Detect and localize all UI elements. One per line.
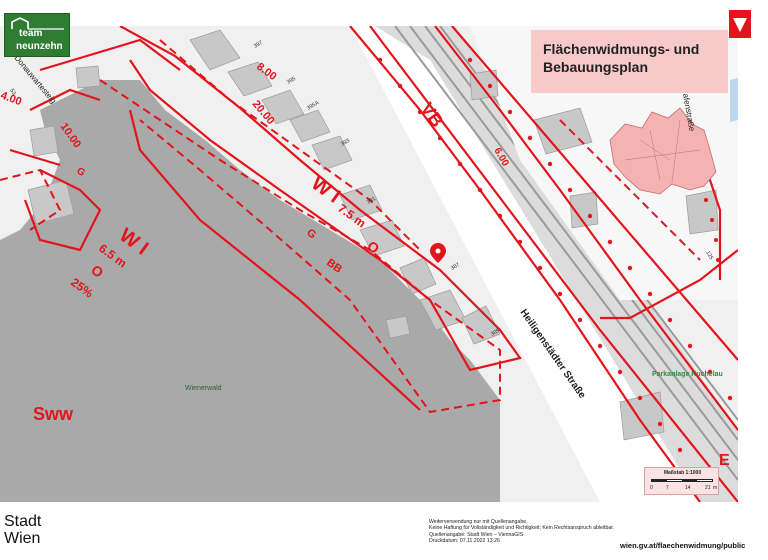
wienerwald-area xyxy=(0,80,500,502)
parcel-number: 125 xyxy=(704,250,714,261)
org-line2: Wien xyxy=(4,530,41,547)
footer-note: Quellenangabe: Stadt Wien – ViennaGIS xyxy=(429,531,524,538)
zoning-label-e: E xyxy=(719,452,730,469)
scale-tick: 7 xyxy=(666,485,669,491)
footer-notes: Weiterverwendung nur mit Quellenangabe. … xyxy=(429,519,614,545)
dotted-boundaries xyxy=(377,57,733,479)
location-pin-icon xyxy=(430,243,446,263)
footer-note: Keine Haftung für Vollständigkeit und Ri… xyxy=(429,525,615,532)
plan-title-box: Flächenwidmungs- und Bebauungsplan xyxy=(531,30,728,93)
footer-url-link[interactable]: wien.gv.at/flaechenwidmung/public xyxy=(620,541,746,550)
buildings xyxy=(27,29,719,441)
plan-title-line1: Flächenwidmungs- und xyxy=(543,41,700,57)
scale-unit: m xyxy=(713,485,718,491)
logo-text-team: team xyxy=(19,28,43,39)
stadt-wien-logo: Stadt Wien xyxy=(4,513,41,547)
parcel-number: 53 xyxy=(8,88,16,96)
scale-bar: Maßstab 1:1000 0 7 14 21 m xyxy=(644,467,719,495)
scale-tick: 0 xyxy=(650,485,653,491)
parcel-number: 395A xyxy=(306,100,320,112)
railway-corridor xyxy=(375,26,738,502)
area-label-wienerwald: Wienerwald xyxy=(185,385,222,392)
vienna-overview-inset xyxy=(609,107,717,195)
team-neunzehn-logo: team neunzehn xyxy=(4,13,70,57)
parcel-number: 395 xyxy=(286,76,297,86)
parcel-number: 387 xyxy=(450,262,461,272)
parcel-number: 385 xyxy=(490,328,501,338)
logo-text-neunzehn: neunzehn xyxy=(16,41,63,52)
house-icon xyxy=(11,17,64,30)
org-line1: Stadt xyxy=(4,513,42,530)
scale-tick: 21 xyxy=(705,485,711,491)
parcel-number: 393 xyxy=(340,138,351,148)
zoning-lines xyxy=(9,26,738,502)
zoning-dashed-lines xyxy=(0,39,701,414)
scale-label: Maßstab 1:1000 xyxy=(663,470,702,476)
road-heiligenstaedter xyxy=(350,26,700,502)
footer-note: Weiterverwendung nur mit Quellenangabe. xyxy=(429,519,528,525)
zoning-label-sww: Sww xyxy=(33,404,74,424)
small-water xyxy=(730,78,738,122)
wien-flag-icon xyxy=(729,10,751,38)
parcel-number: 397 xyxy=(253,40,264,50)
parcel-number: 391 xyxy=(366,196,377,206)
scale-tick: 14 xyxy=(685,485,691,491)
footer-note: Druckdatum: 07.11.2022 13:26 xyxy=(429,538,500,545)
plan-title-line2: Bebauungsplan xyxy=(543,59,649,75)
scale-bar-graphic xyxy=(651,479,713,482)
area-label-parkanlage: Parkanlage Kuchelau xyxy=(652,371,723,378)
